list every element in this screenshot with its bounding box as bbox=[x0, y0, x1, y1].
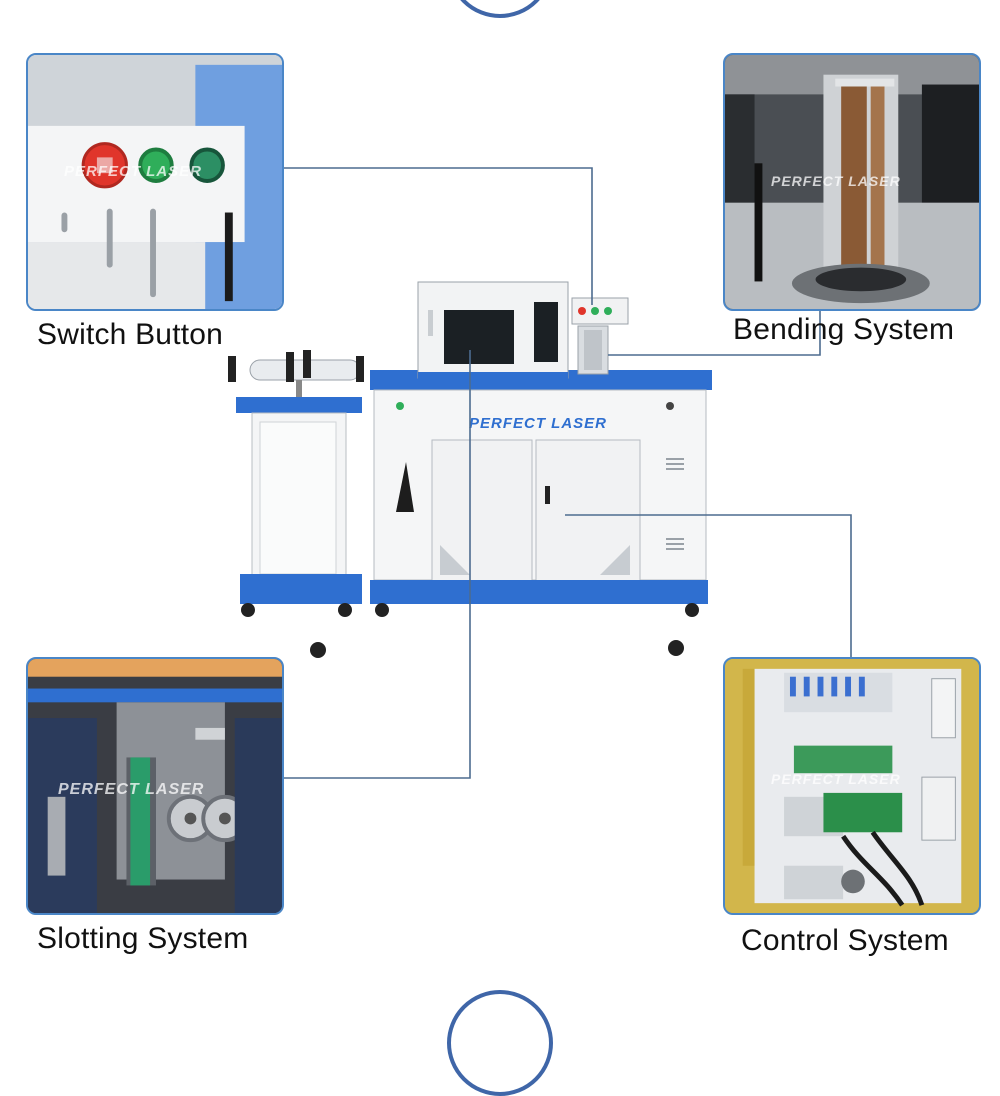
coil-feeder-stand bbox=[228, 350, 364, 617]
watermark-slotting: PERFECT LASER bbox=[58, 781, 205, 798]
switch-box bbox=[571, 297, 629, 375]
watermark-switch: PERFECT LASER bbox=[64, 163, 203, 180]
caption-control-system: Control System bbox=[741, 924, 949, 957]
bottom-decor-circle bbox=[447, 990, 553, 1096]
switch-button-photo: PERFECT LASER bbox=[26, 53, 284, 311]
main-cabinet bbox=[310, 370, 712, 658]
machine-logo: PERFECT LASER bbox=[469, 415, 607, 432]
caption-slotting-system: Slotting System bbox=[37, 922, 249, 955]
watermark-control: PERFECT LASER bbox=[771, 771, 901, 787]
bending-system-photo: PERFECT LASER bbox=[723, 53, 981, 311]
top-protective-cover bbox=[417, 281, 569, 382]
caption-bending-system: Bending System bbox=[733, 313, 955, 346]
slotting-system-photo: PERFECT LASER bbox=[26, 657, 284, 915]
watermark-bending: PERFECT LASER bbox=[771, 173, 901, 189]
control-system-photo: PERFECT LASER bbox=[723, 657, 981, 915]
caption-switch-button: Switch Button bbox=[37, 318, 224, 351]
